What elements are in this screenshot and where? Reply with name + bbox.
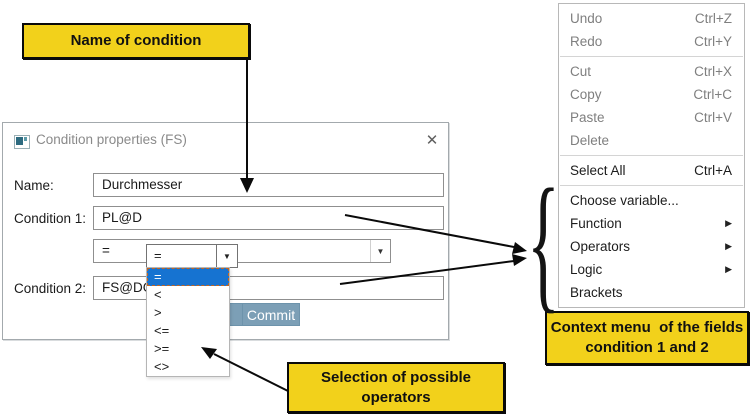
dropdown-arrow-icon[interactable]: ▼ — [370, 240, 390, 262]
menu-item-brackets[interactable]: Brackets — [570, 285, 623, 300]
callout-context-menu: Context menu of the fields condition 1 a… — [545, 311, 749, 365]
dropdown-option-less[interactable]: < — [154, 287, 162, 302]
condition2-label: Condition 2: — [14, 281, 87, 296]
menu-separator — [560, 56, 743, 57]
menu-item-undo: Undo Ctrl+Z — [570, 11, 732, 26]
operator-combobox[interactable]: = ▼ — [93, 239, 391, 263]
operator-dropdown-value: = — [154, 248, 162, 263]
grouping-brace: { — [527, 158, 560, 326]
dialog-title: Condition properties (FS) — [36, 132, 187, 147]
callout-name-of-condition: Name of condition — [22, 23, 250, 59]
arrow-condition2-head — [512, 254, 527, 266]
arrow-condition1-head — [512, 242, 527, 254]
close-icon[interactable]: ✕ — [425, 132, 439, 149]
condition1-input[interactable]: PL@D — [93, 206, 444, 230]
submenu-arrow-icon: ▶ — [725, 218, 732, 228]
menu-item-select-all[interactable]: Select All Ctrl+A — [570, 163, 732, 178]
submenu-arrow-icon: ▶ — [725, 241, 732, 251]
name-input[interactable]: Durchmesser — [93, 173, 444, 197]
menu-item-delete: Delete — [570, 133, 610, 148]
dropdown-arrow-icon[interactable]: ▼ — [216, 245, 237, 267]
submenu-arrow-icon: ▶ — [725, 264, 732, 274]
dropdown-option-less-equal[interactable]: <= — [154, 323, 170, 338]
menu-separator — [560, 185, 743, 186]
menu-item-logic[interactable]: Logic ▶ — [570, 262, 732, 277]
operator-dropdown-list: = < > <= >= <> — [146, 267, 230, 377]
operator-combobox-value: = — [102, 243, 110, 258]
callout-selection-of-operators: Selection of possible operators — [287, 362, 505, 413]
menu-item-operators[interactable]: Operators ▶ — [570, 239, 732, 254]
operator-dropdown-field[interactable]: = ▼ — [146, 244, 238, 268]
menu-item-paste: Paste Ctrl+V — [570, 110, 732, 125]
dropdown-option-greater[interactable]: > — [154, 305, 162, 320]
menu-item-copy: Copy Ctrl+C — [570, 87, 732, 102]
menu-item-cut: Cut Ctrl+X — [570, 64, 732, 79]
menu-item-function[interactable]: Function ▶ — [570, 216, 732, 231]
dropdown-option-equals[interactable]: = — [147, 268, 229, 286]
context-menu: Undo Ctrl+Z Redo Ctrl+Y Cut Ctrl+X Copy … — [558, 3, 745, 308]
menu-separator — [560, 155, 743, 156]
dropdown-option-not-equal[interactable]: <> — [154, 359, 170, 374]
dropdown-option-greater-equal[interactable]: >= — [154, 341, 170, 356]
window-icon — [14, 135, 30, 149]
commit-button[interactable]: Commit — [242, 303, 300, 326]
condition1-label: Condition 1: — [14, 211, 87, 226]
name-label: Name: — [14, 178, 54, 193]
menu-item-redo: Redo Ctrl+Y — [570, 34, 732, 49]
menu-item-choose-variable[interactable]: Choose variable... — [570, 193, 679, 208]
